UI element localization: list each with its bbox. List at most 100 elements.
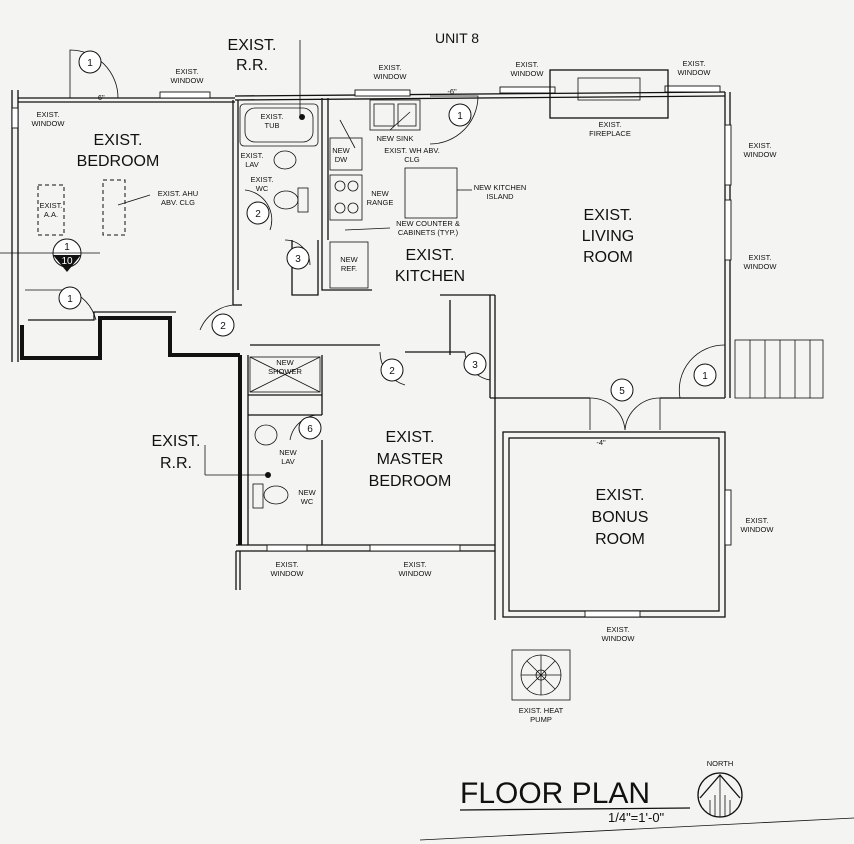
window-note: EXIST. [379,63,402,72]
bonus-label-1: EXIST. [596,487,645,504]
window-note: EXIST. [749,141,772,150]
living-label-1: EXIST. [584,207,633,224]
new-range-note: RANGE [367,198,394,207]
water-heater-note: CLG [404,155,420,164]
window-note: WINDOW [511,69,545,78]
bedroom-label-2: BEDROOM [77,153,160,170]
dimension-note: -6" [95,93,105,102]
unit-label: UNIT 8 [435,30,479,46]
new-wc-note: WC [301,497,314,506]
new-ref-note: NEW [340,255,358,264]
new-dw-note: NEW [332,146,350,155]
new-lav-note: LAV [281,457,295,466]
exterior-stair [734,339,824,399]
dimension-note: -4" [596,438,606,447]
window-note: WINDOW [744,150,778,159]
window-note: WINDOW [602,634,636,643]
aa-note: EXIST. [40,201,63,210]
room-labels: UNIT 8 EXIST. BEDROOM EXIST. R.R. EXIST.… [77,30,649,548]
tub-note: EXIST. [261,112,284,121]
window-note: WINDOW [32,119,66,128]
tub-note: TUB [265,121,280,130]
new-shower-note: NEW [276,358,294,367]
door-tag-1: 1 [87,58,93,69]
door-tag-3: 3 [295,254,301,265]
new-shower-note: SHOWER [268,367,302,376]
heat-pump-note: EXIST. HEAT [519,706,564,715]
notes: EXIST. WINDOW EXIST. WINDOW EXIST. WINDO… [32,59,778,724]
new-dw-note: DW [335,155,348,164]
door-tag-3: 3 [472,360,478,371]
counter-note: NEW COUNTER & [396,219,460,228]
kitchen-label-2: KITCHEN [395,268,465,285]
window-note: EXIST. [176,67,199,76]
window-note: EXIST. [37,110,60,119]
door-tag-2: 2 [220,321,226,332]
bonus-label-3: ROOM [595,531,645,548]
master-label-2: MASTER [377,451,444,468]
living-label-3: ROOM [583,249,633,266]
dimension-note: -6" [447,87,457,96]
island-note: ISLAND [486,192,514,201]
heat-pump-note: PUMP [530,715,552,724]
door-tag-5: 5 [619,386,625,397]
rr-top-label-1: EXIST. [228,37,277,54]
island-note: NEW KITCHEN [474,183,527,192]
bonus-label-2: BONUS [592,509,649,526]
new-range-note: NEW [371,189,389,198]
section-tag-sheet: 10 [61,256,73,267]
door-tag-1: 1 [702,371,708,382]
water-heater-note: EXIST. WH ABV. [384,146,440,155]
door-tag-2: 2 [389,366,395,377]
new-sink-note: NEW SINK [376,134,413,143]
window-note: WINDOW [171,76,205,85]
window-note: EXIST. [746,516,769,525]
door-tag-2: 2 [255,209,261,220]
aa-note: A.A. [44,210,58,219]
windows [11,85,732,618]
wc-note: WC [256,184,269,193]
rr-top-label-2: R.R. [236,57,268,74]
fireplace-note: FIREPLACE [589,129,631,138]
title-block: FLOOR PLAN 1/4"=1'-0" NORTH [419,759,854,841]
lav-note: LAV [245,160,259,169]
fireplace-note: EXIST. [599,120,622,129]
drawing-scale: 1/4"=1'-0" [608,810,665,825]
wc-note: EXIST. [251,175,274,184]
kitchen-label-1: EXIST. [406,247,455,264]
window-note: WINDOW [744,262,778,271]
door-tag-1: 1 [67,294,73,305]
window-note: EXIST. [516,60,539,69]
door-tag-1: 1 [457,111,463,122]
master-label-3: BEDROOM [369,473,452,490]
window-note: EXIST. [607,625,630,634]
new-lav-note: NEW [279,448,297,457]
counter-note: CABINETS (TYP.) [398,228,459,237]
ahu-note: EXIST. AHU [158,189,198,198]
section-tag-number: 1 [64,242,70,253]
fixtures [37,40,669,701]
rr-bottom-label-2: R.R. [160,455,192,472]
drawing-title: FLOOR PLAN [460,777,650,810]
window-note: WINDOW [399,569,433,578]
north-arrow-icon [697,772,743,818]
new-wc-note: NEW [298,488,316,497]
new-ref-note: REF. [341,264,357,273]
lav-note: EXIST. [241,151,264,160]
window-note: EXIST. [276,560,299,569]
window-note: WINDOW [678,68,712,77]
window-note: WINDOW [271,569,305,578]
living-label-2: LIVING [582,228,634,245]
window-note: EXIST. [683,59,706,68]
master-label-1: EXIST. [386,429,435,446]
window-note: WINDOW [374,72,408,81]
rr-bottom-label-1: EXIST. [152,433,201,450]
window-note: EXIST. [749,253,772,262]
window-note: WINDOW [741,525,775,534]
door-tag-6: 6 [307,424,313,435]
window-note: EXIST. [404,560,427,569]
bedroom-label-1: EXIST. [94,132,143,149]
north-label: NORTH [707,759,734,768]
door-tags: 1 1 1 1 2 2 2 3 3 5 6 1 10 [0,50,717,440]
